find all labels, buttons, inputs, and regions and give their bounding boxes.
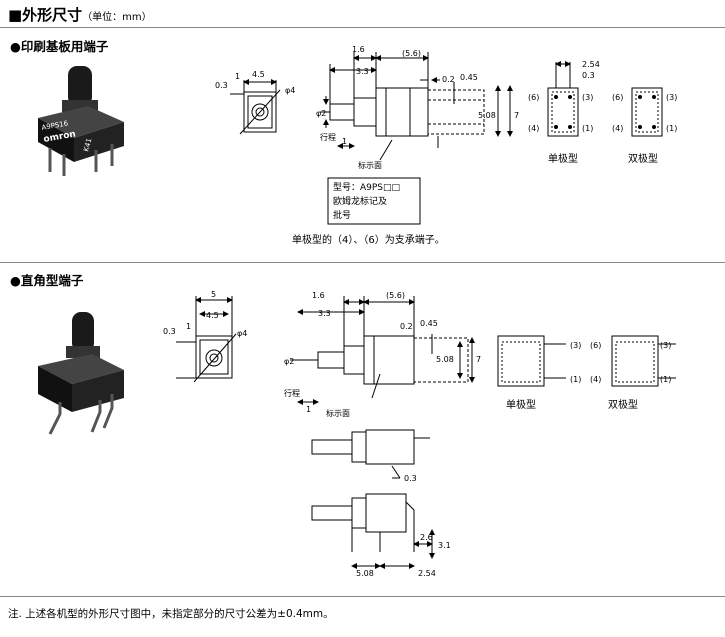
front-dim-1: 1: [235, 72, 240, 81]
front-view-right-angle: [176, 296, 237, 383]
side-dim-1-6: 1.6: [352, 45, 365, 54]
single-term-1: (1): [582, 124, 593, 133]
ra-lower-dim-2-6: 2.6: [420, 533, 433, 542]
single-term-4: (4): [528, 124, 539, 133]
ra-side-dim-5-6: (5.6): [386, 291, 405, 300]
ra-terminal-double: [611, 335, 676, 387]
ra-double-term-4: (4): [590, 375, 601, 384]
ra-double-term-3: (3): [660, 341, 671, 350]
callout-line-2: 欧姆龙标记及: [333, 195, 387, 207]
ra-front-dim-phi4: φ4: [237, 329, 247, 338]
side-dim-1-bottom: 1: [342, 137, 347, 146]
side-view-right-angle: [290, 296, 475, 405]
double-term-1: (1): [666, 124, 677, 133]
double-term-6: (6): [612, 93, 623, 102]
ra-detail-top: [311, 429, 430, 479]
callout-box: [327, 177, 421, 225]
ra-side-dim-3-3: 3.3: [318, 309, 331, 318]
page-title: ■外形尺寸（单位：mm）: [8, 4, 152, 25]
ra-detail-bottom: [311, 493, 435, 569]
ra-lower-dim-2-54: 2.54: [418, 569, 436, 578]
terminal-layout-single: [547, 61, 579, 137]
side-dim-phi2: φ2: [316, 109, 326, 118]
footer-rule: [0, 596, 725, 597]
ra-front-dim-4-5: 4.5: [206, 311, 219, 320]
ra-side-dim-7: 7: [476, 355, 481, 364]
section-rule: [0, 262, 725, 263]
ra-front-dim-0-3: 0.3: [163, 327, 176, 336]
ra-side-dim-1-6: 1.6: [312, 291, 325, 300]
ra-lower-dim-3-1: 3.1: [438, 541, 451, 550]
ra-side-dim-5-08: 5.08: [436, 355, 454, 364]
title-rule: [0, 27, 725, 28]
switch-photo-pcb: A9PS16 omron K41: [38, 66, 124, 176]
front-dim-0-3: 0.3: [215, 81, 228, 90]
label-single-pole: 单极型: [548, 152, 578, 165]
switch-photo-right-angle: [38, 312, 124, 435]
ra-double-term-6: (6): [590, 341, 601, 350]
ra-side-dim-0-2: 0.2: [400, 322, 413, 331]
ra-single-term-1: (1): [570, 375, 581, 384]
title-unit: （单位：mm）: [82, 12, 152, 23]
side-dim-5-6: (5.6): [402, 49, 421, 58]
ra-side-dim-1: 1: [306, 405, 311, 414]
ra-front-dim-5: 5: [211, 290, 216, 299]
section1-heading: ●印刷基板用端子: [10, 39, 109, 54]
terminal-layout-double: [631, 87, 663, 137]
front-dim-4-5: 4.5: [252, 70, 265, 79]
term-dim-2-54: 2.54: [582, 60, 600, 69]
ra-side-label-marking-face: 标示面: [326, 408, 350, 418]
ra-lower-dim-5-08: 5.08: [356, 569, 374, 578]
ra-double-term-1: (1): [660, 375, 671, 384]
ra-terminal-single: [497, 335, 566, 387]
front-view-pcb: [230, 79, 281, 135]
side-dim-0-2: 0.2: [442, 75, 455, 84]
section1-drawing: A9PS16 omron K41 4.5 1 0.3 φ4: [38, 45, 677, 246]
callout-line-1: 型号：A9PS□□: [333, 182, 400, 193]
section2-heading: ●直角型端子: [10, 273, 84, 288]
term-dim-0-3: 0.3: [582, 71, 595, 80]
side-dim-5-08: 5.08: [478, 111, 496, 120]
ra-side-label-stroke: 行程: [284, 388, 300, 398]
double-term-3: (3): [666, 93, 677, 102]
ra-label-double: 双极型: [608, 398, 638, 411]
front-dim-phi4: φ4: [285, 86, 295, 95]
label-double-pole: 双极型: [628, 152, 658, 165]
double-term-4: (4): [612, 124, 623, 133]
side-label-marking-face: 标示面: [358, 160, 382, 170]
side-dim-7: 7: [514, 111, 519, 120]
ra-lower-dim-0-3: 0.3: [404, 474, 417, 483]
ra-side-dim-0-45: 0.45: [420, 319, 438, 328]
side-view-pcb: [320, 52, 513, 161]
ra-label-single: 单极型: [506, 398, 536, 411]
single-term-6: (6): [528, 93, 539, 102]
photo-label-lot: K41: [82, 137, 93, 152]
title-main: ■外形尺寸: [8, 6, 83, 24]
ra-side-dim-phi2: φ2: [284, 357, 294, 366]
callout-line-3: 批号: [333, 209, 351, 221]
support-note: 单极型的（4）、（6）为支承端子。: [292, 233, 445, 246]
side-label-stroke: 行程: [320, 132, 336, 142]
side-dim-0-45: 0.45: [460, 73, 478, 82]
footer-note: 注. 上述各机型的外形尺寸图中，未指定部分的尺寸公差为±0.4mm。: [8, 608, 334, 620]
ra-single-term-3: (3): [570, 341, 581, 350]
side-dim-3-3: 3.3: [356, 67, 369, 76]
ra-front-dim-1: 1: [186, 322, 191, 331]
section2-drawing: 5 4.5 1 0.3 φ4 1.6 (5.6) 3.3 0.2 0.45 5.…: [38, 290, 676, 578]
single-term-3: (3): [582, 93, 593, 102]
